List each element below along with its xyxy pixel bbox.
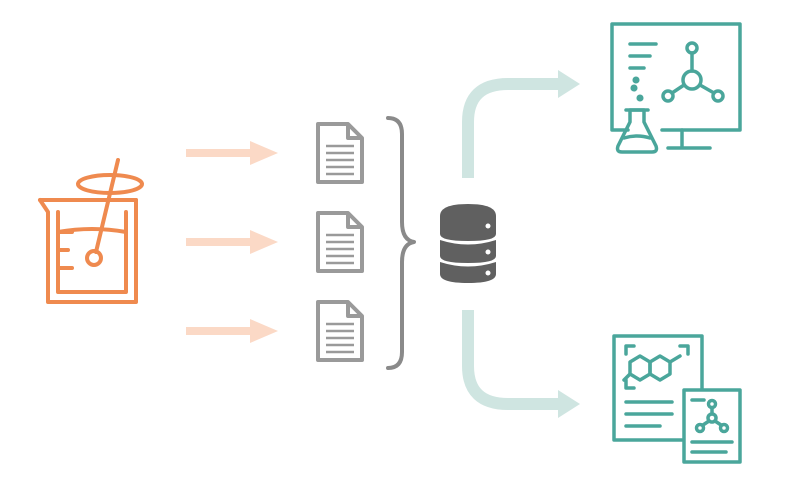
output-arrow-up-head bbox=[558, 70, 580, 98]
document-icon bbox=[316, 122, 364, 184]
documents-group bbox=[316, 122, 364, 362]
document-fold bbox=[346, 213, 362, 229]
input-arrow bbox=[186, 319, 278, 343]
report-back-sheet bbox=[612, 334, 704, 442]
front-molecule-atom bbox=[718, 422, 730, 434]
document-sheet bbox=[316, 300, 364, 362]
document-fold bbox=[346, 124, 362, 140]
curly-brace-icon bbox=[386, 116, 416, 370]
structure-ring bbox=[628, 354, 652, 382]
report-frame-corner bbox=[624, 378, 636, 390]
structure-bond bbox=[622, 372, 632, 382]
front-molecule-atom bbox=[694, 422, 706, 434]
report-frame-corner bbox=[678, 344, 690, 356]
structure-ring bbox=[648, 354, 672, 382]
monitor-frame bbox=[610, 22, 742, 132]
bubble bbox=[630, 84, 638, 92]
report-frame-corner bbox=[624, 344, 636, 356]
stirring-rod-tip bbox=[85, 249, 103, 267]
molecule-atom bbox=[661, 89, 675, 103]
document-fold bbox=[346, 302, 362, 318]
output-arrow-down-head bbox=[558, 390, 580, 418]
molecule-bond bbox=[670, 83, 686, 95]
front-molecule-bond bbox=[701, 419, 711, 427]
database-light bbox=[485, 223, 491, 229]
chemical-structure-reports-icon bbox=[612, 334, 742, 464]
computer-molecule-flask-icon bbox=[610, 22, 742, 154]
beaker-liquid-surface bbox=[56, 227, 128, 234]
input-arrow bbox=[186, 230, 278, 254]
molecule-atom bbox=[711, 89, 725, 103]
document-sheet bbox=[316, 122, 364, 184]
bubble bbox=[636, 94, 644, 102]
beaker-with-stirring-rod-icon bbox=[38, 158, 144, 304]
database-layer-2 bbox=[440, 240, 496, 263]
database-layer-3 bbox=[440, 262, 496, 283]
input-arrows bbox=[186, 141, 278, 343]
database-icon bbox=[440, 204, 496, 283]
molecule-atom-center bbox=[681, 69, 703, 91]
beaker-lip bbox=[38, 198, 138, 304]
output-arrow-up bbox=[462, 78, 560, 178]
front-molecule-bond bbox=[713, 419, 723, 427]
document-icon bbox=[316, 300, 364, 362]
bubble bbox=[632, 76, 640, 84]
document-icon bbox=[316, 211, 364, 273]
stirring-ring bbox=[76, 173, 144, 195]
output-arrow-down bbox=[462, 310, 560, 410]
flask-liquid bbox=[622, 134, 652, 140]
flask bbox=[615, 108, 659, 154]
input-arrow bbox=[186, 141, 278, 165]
document-sheet bbox=[316, 211, 364, 273]
structure-bond bbox=[668, 354, 682, 364]
output-arrows bbox=[462, 70, 580, 418]
database-light bbox=[485, 249, 491, 255]
database-layer-1 bbox=[440, 204, 496, 241]
database-light bbox=[485, 270, 491, 276]
molecule-bond bbox=[698, 83, 716, 95]
